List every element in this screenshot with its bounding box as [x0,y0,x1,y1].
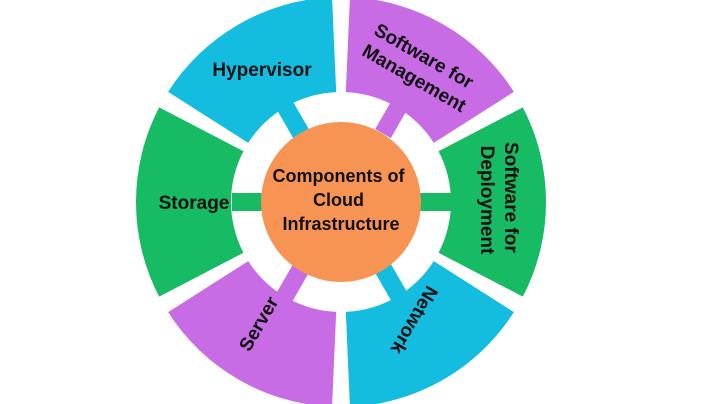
center-circle [261,122,421,282]
segment-server [168,261,337,404]
center-line-3: Infrastructure [282,214,399,234]
segment-software-management [345,0,514,143]
segment-hypervisor [168,0,337,143]
label-hypervisor: Hypervisor [212,60,312,81]
connector-bottom-left [275,263,309,305]
segment-network [345,261,514,404]
center-line-2: Cloud [313,190,364,210]
center-line-1: Components of [272,166,405,186]
connector-bottom-right [375,263,409,305]
center-title: Components of Cloud Infrastructure [272,166,409,234]
segment-storage [135,107,244,297]
label-software-deployment: Software for Deployment [476,142,521,258]
label-storage: Storage [159,193,230,214]
segment-software-deployment [438,107,547,297]
